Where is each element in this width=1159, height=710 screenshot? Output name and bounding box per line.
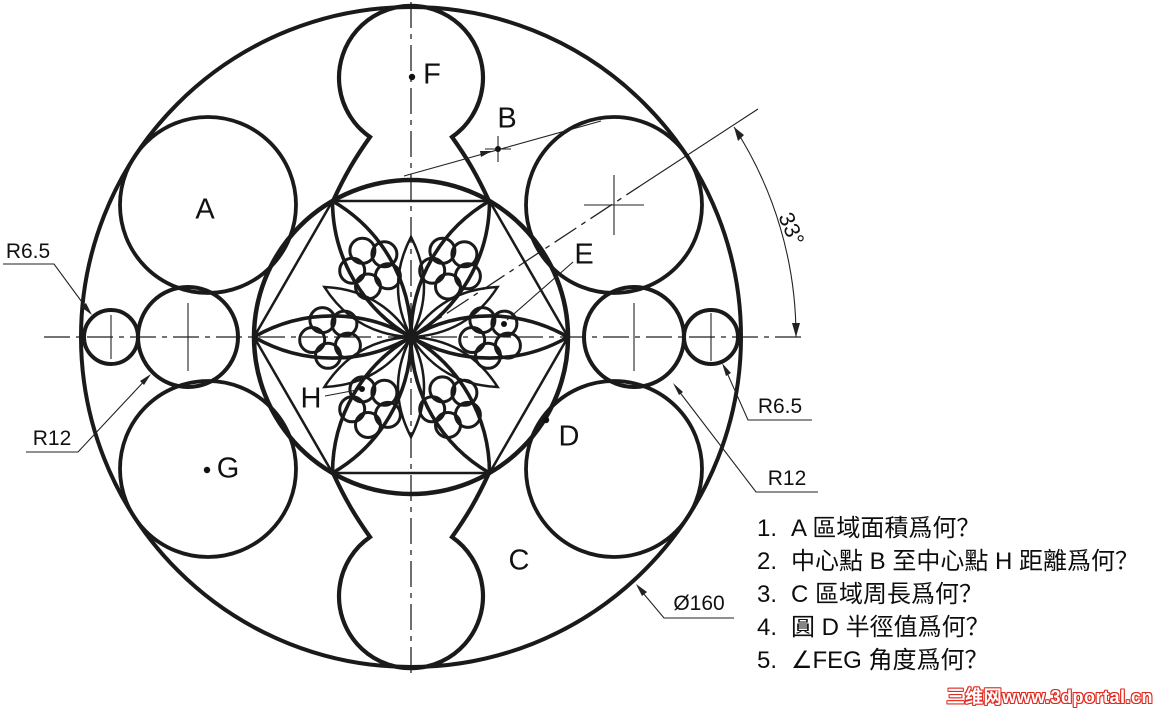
right-r65-arrow — [722, 363, 731, 376]
dim-right-r12: R12 — [767, 467, 807, 490]
leaders — [3, 120, 818, 619]
question-3: 3.C 區域周長爲何？ — [757, 581, 983, 608]
label-h: H — [300, 382, 322, 415]
right-r12-circle — [582, 285, 686, 389]
dim-diameter: Ø160 — [673, 592, 725, 615]
dim-right-r65: R6.5 — [757, 395, 803, 418]
point-h-dot — [359, 386, 365, 392]
point-b-arrow — [480, 151, 492, 157]
left-r65-arrow — [81, 303, 92, 315]
label-f: F — [423, 58, 441, 91]
point-g-dot — [203, 466, 211, 474]
point-markers — [203, 73, 550, 474]
point-b-dot — [495, 146, 501, 152]
question-list: 1.A 區域面積爲何？ 2.中心點 B 至中心點 H 距離爲何？ 3.C 區域周… — [757, 512, 1159, 677]
question-5: 5.∠FEG 角度爲何？ — [757, 647, 989, 674]
arc-arrow-bottom — [792, 323, 800, 337]
angle-dimension — [733, 126, 800, 338]
arc-arrow-top — [734, 127, 744, 141]
left-r12-circle — [136, 285, 240, 389]
bottom-lobe — [331, 472, 491, 671]
top-lobe — [331, 3, 491, 202]
label-b: B — [497, 102, 517, 135]
label-d: D — [558, 420, 580, 453]
left-r12-arrow — [140, 374, 151, 385]
question-4: 4.圓 D 半徑值爲何？ — [757, 614, 990, 641]
dim-left-r65: R6.5 — [5, 240, 51, 263]
question-2: 2.中心點 B 至中心點 H 距離爲何？ — [757, 548, 1140, 575]
small-circle-clusters — [298, 236, 522, 439]
point-e-dot — [501, 321, 507, 327]
diameter-arrow — [636, 584, 647, 596]
question-1: 1.A 區域面積爲何？ — [757, 515, 981, 542]
point-f-dot — [408, 73, 416, 81]
label-e: E — [574, 238, 594, 271]
label-g: G — [216, 452, 240, 485]
point-h-leader — [324, 388, 363, 397]
side-circles — [82, 285, 740, 389]
label-c: C — [508, 544, 530, 577]
dim-left-r12: R12 — [32, 427, 72, 450]
watermark: 三维网www.3dportal.cn — [946, 687, 1153, 707]
narrow-petals — [322, 234, 500, 440]
label-a: A — [195, 193, 215, 226]
point-e-leader — [506, 261, 574, 321]
point-d-dot — [542, 416, 550, 424]
right-r12-arrow — [673, 383, 683, 395]
mushroom-lobes — [331, 3, 491, 671]
